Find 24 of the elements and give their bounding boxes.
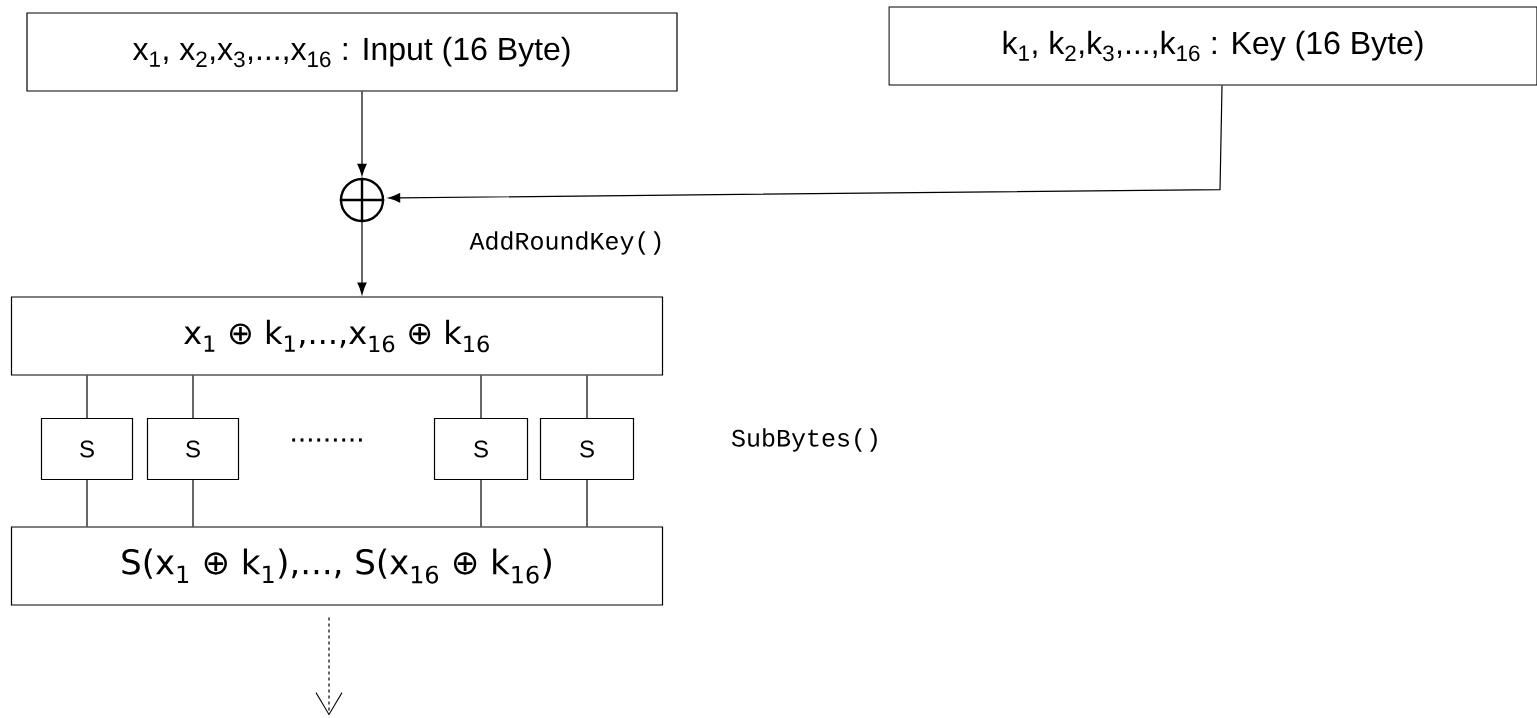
arrow xyxy=(388,85,1223,203)
input-box: x$_{1}$, x$_{2}$,x$_{3}$,...,x$_{16}$ : Input (16 Byte) xyxy=(26,12,678,92)
s-box: S xyxy=(539,417,635,481)
xor-symbol xyxy=(338,176,386,224)
connector-line xyxy=(480,479,482,527)
connector-line xyxy=(586,375,588,419)
connector-line xyxy=(192,375,194,419)
function-label: SubBytes() xyxy=(731,428,877,452)
connector-line xyxy=(192,479,194,527)
connector-line xyxy=(586,479,588,527)
s-box: S xyxy=(433,417,529,481)
s-box: S xyxy=(40,417,134,481)
arrow xyxy=(315,617,343,716)
s-box: S xyxy=(146,417,240,481)
arrow xyxy=(357,221,367,295)
state-box: S(x$_{1}$ ⊕ k$_{1}$),..., S(x$_{16}$ ⊕ k$_{16}$) xyxy=(10,526,664,606)
connector-line xyxy=(480,375,482,419)
state-box: x$_{1}$ ⊕ k$_{1}$,...,x$_{16}$ ⊕ k$_{16}$ xyxy=(10,296,664,376)
arrow xyxy=(357,91,367,176)
function-label: AddRoundKey() xyxy=(469,231,661,255)
connector-line xyxy=(86,479,88,527)
key-box: k$_{1}$, k$_{2}$,k$_{3}$,...,k$_{16}$ : Key (16 Byte) xyxy=(888,6,1537,86)
ellipsis-dots: ......... xyxy=(292,438,362,442)
connector-line xyxy=(86,375,88,419)
